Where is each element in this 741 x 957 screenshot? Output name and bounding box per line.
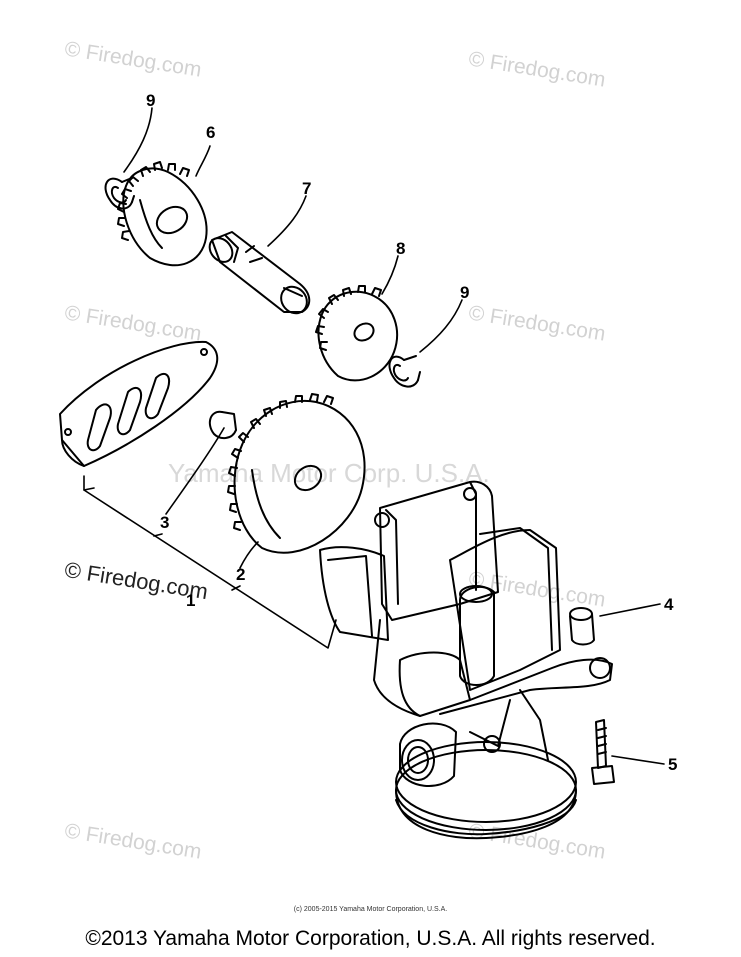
- leader-lines: [83, 107, 665, 765]
- gear-part-2: [227, 393, 366, 554]
- bolt-part-5: [591, 719, 615, 785]
- circlip-part-9-right: [388, 355, 421, 388]
- watermark-center: Yamaha Motor Corp. U.S.A.: [168, 458, 490, 488]
- gear-part-8: [315, 285, 399, 382]
- copyright-notice: ©2013 Yamaha Motor Corporation, U.S.A. A…: [85, 927, 656, 950]
- callout-5: 5: [668, 755, 678, 774]
- callout-8: 8: [396, 239, 406, 258]
- dowel-part-4: [569, 607, 595, 646]
- small-copyright-notice: (c) 2005-2015 Yamaha Motor Corporation, …: [293, 906, 448, 913]
- callout-9-right: 9: [460, 283, 470, 302]
- callout-4: 4: [664, 595, 674, 614]
- callout-6: 6: [206, 123, 216, 142]
- callout-1: 1: [186, 591, 196, 610]
- gear-part-6: [117, 161, 208, 267]
- clip-part-3: [208, 410, 237, 440]
- callout-7: 7: [302, 179, 312, 198]
- circlip-part-9-top: [104, 177, 135, 210]
- cover-part-1: [59, 340, 219, 467]
- shaft-part-7: [208, 231, 311, 315]
- callout-2: 2: [236, 565, 246, 584]
- callout-3: 3: [160, 513, 170, 532]
- oil-pump-body: [319, 480, 613, 840]
- callout-9-top: 9: [146, 91, 156, 110]
